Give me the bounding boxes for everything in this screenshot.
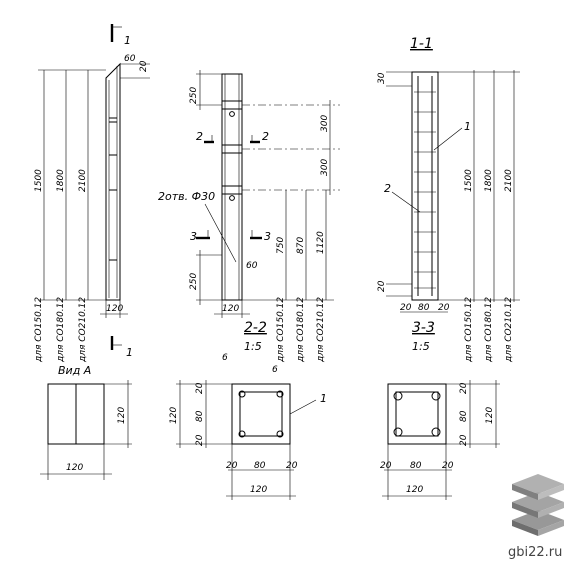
front-width: 120: [106, 304, 123, 314]
section-2-right: 2: [262, 130, 269, 143]
side-width: 120: [222, 304, 239, 314]
section-3-left: 3: [190, 230, 197, 243]
sec33-v-a: 20: [459, 382, 469, 394]
section-1-1: 1-1 1 2 30 20: [377, 36, 520, 363]
view-a-width: 120: [66, 463, 83, 473]
dim-30: 30: [377, 72, 387, 84]
section-2-2-title: 2-2: [244, 320, 267, 336]
leader-2: 2: [384, 182, 391, 195]
sec22-v-c: 20: [195, 434, 205, 446]
column-outline: [105, 62, 121, 301]
sec11-dim-80: 80: [418, 303, 430, 313]
sec11-dim-20a: 20: [400, 303, 412, 313]
dim-60: 60: [124, 54, 136, 64]
sec33-h-a: 20: [380, 461, 392, 471]
mark-6-left: 6: [222, 353, 228, 363]
mark-6-right: 6: [272, 365, 278, 375]
note-side-co150: для СО150.12: [276, 297, 286, 363]
sec22-v-b: 80: [195, 410, 205, 422]
sec11-dim-20b: 20: [438, 303, 450, 313]
dim-60-side: 60: [246, 261, 258, 271]
section-1-1-title: 1-1: [410, 36, 433, 52]
view-a-height: 120: [117, 407, 127, 424]
stirrups: [414, 91, 436, 289]
dim-300-a: 300: [320, 115, 330, 132]
length-1120: 1120: [316, 231, 326, 254]
section-2-left: 2: [196, 130, 203, 143]
section-mark-top: 1: [124, 34, 131, 47]
stacked-slabs-icon: [512, 474, 564, 536]
sec33-h-total: 120: [406, 485, 423, 495]
front-view: 1 1 60 20 1500 1800 2100 для СО150.12 дл…: [34, 24, 150, 363]
section-mark-bottom: 1: [126, 346, 133, 359]
site-url: gbi22.ru: [508, 545, 562, 560]
dim-250-bottom: 250: [189, 273, 199, 290]
sec11-length-1500: 1500: [464, 169, 474, 192]
length-750: 750: [276, 237, 286, 254]
dim-250-top: 250: [189, 87, 199, 104]
section-3-right: 3: [264, 230, 271, 243]
section-3-3-outline: [387, 383, 447, 445]
section-3-3-title: 3-3: [412, 320, 435, 336]
leader-1: 1: [464, 120, 471, 133]
sec22-h-c: 20: [286, 461, 298, 471]
sec11-note-co180: для СО180.12: [484, 297, 494, 363]
sec22-h-total: 120: [250, 485, 267, 495]
length-870: 870: [296, 237, 306, 254]
note-side-co210: для СО210.12: [316, 297, 326, 363]
note-co150: для СО150.12: [34, 297, 44, 363]
sec33-v-total: 120: [485, 407, 495, 424]
section-3-3: 3-3 1:5 20 80 20 120 20 80 20 120: [380, 320, 500, 500]
side-view: 250 300 300 2 2 2отв. Ф30 3 3 250 60 750: [158, 70, 340, 363]
note-side-co180: для СО180.12: [296, 297, 306, 363]
sec11-note-co210: для СО210.12: [504, 297, 514, 363]
view-a-title: Вид А: [58, 364, 91, 377]
sec11-length-1800: 1800: [484, 169, 494, 192]
sec33-h-b: 80: [410, 461, 422, 471]
hole-label: 2отв. Ф30: [158, 190, 215, 203]
length-1800: 1800: [56, 169, 66, 192]
sec22-v-total: 120: [169, 407, 179, 424]
sec22-v-a: 20: [195, 382, 205, 394]
stirrup-3-3: [395, 391, 439, 437]
dim-20: 20: [139, 60, 149, 72]
section-1-1-outline: [411, 71, 439, 301]
stirrup-2-2: [239, 391, 283, 437]
length-1500: 1500: [34, 169, 44, 192]
section-3-3-scale: 1:5: [412, 340, 430, 353]
sec33-v-c: 20: [459, 434, 469, 446]
sec33-h-c: 20: [442, 461, 454, 471]
dim-20-left: 20: [377, 280, 387, 292]
note-co210: для СО210.12: [78, 297, 88, 363]
sec11-note-co150: для СО150.12: [464, 297, 474, 363]
section-2-2-outline: [231, 383, 291, 445]
section-2-2-leader: 1: [320, 392, 327, 405]
length-2100: 2100: [78, 169, 88, 192]
sec33-v-b: 80: [459, 410, 469, 422]
dim-300-b: 300: [320, 159, 330, 176]
view-a: Вид А 120 120: [40, 364, 132, 480]
note-co180: для СО180.12: [56, 297, 66, 363]
section-2-2: 2-2 1:5 6 6 1 120 20 80 20 20 80 20 120: [169, 320, 327, 500]
sec22-h-b: 80: [254, 461, 266, 471]
sec11-length-2100: 2100: [504, 169, 514, 192]
section-2-2-scale: 1:5: [244, 340, 262, 353]
